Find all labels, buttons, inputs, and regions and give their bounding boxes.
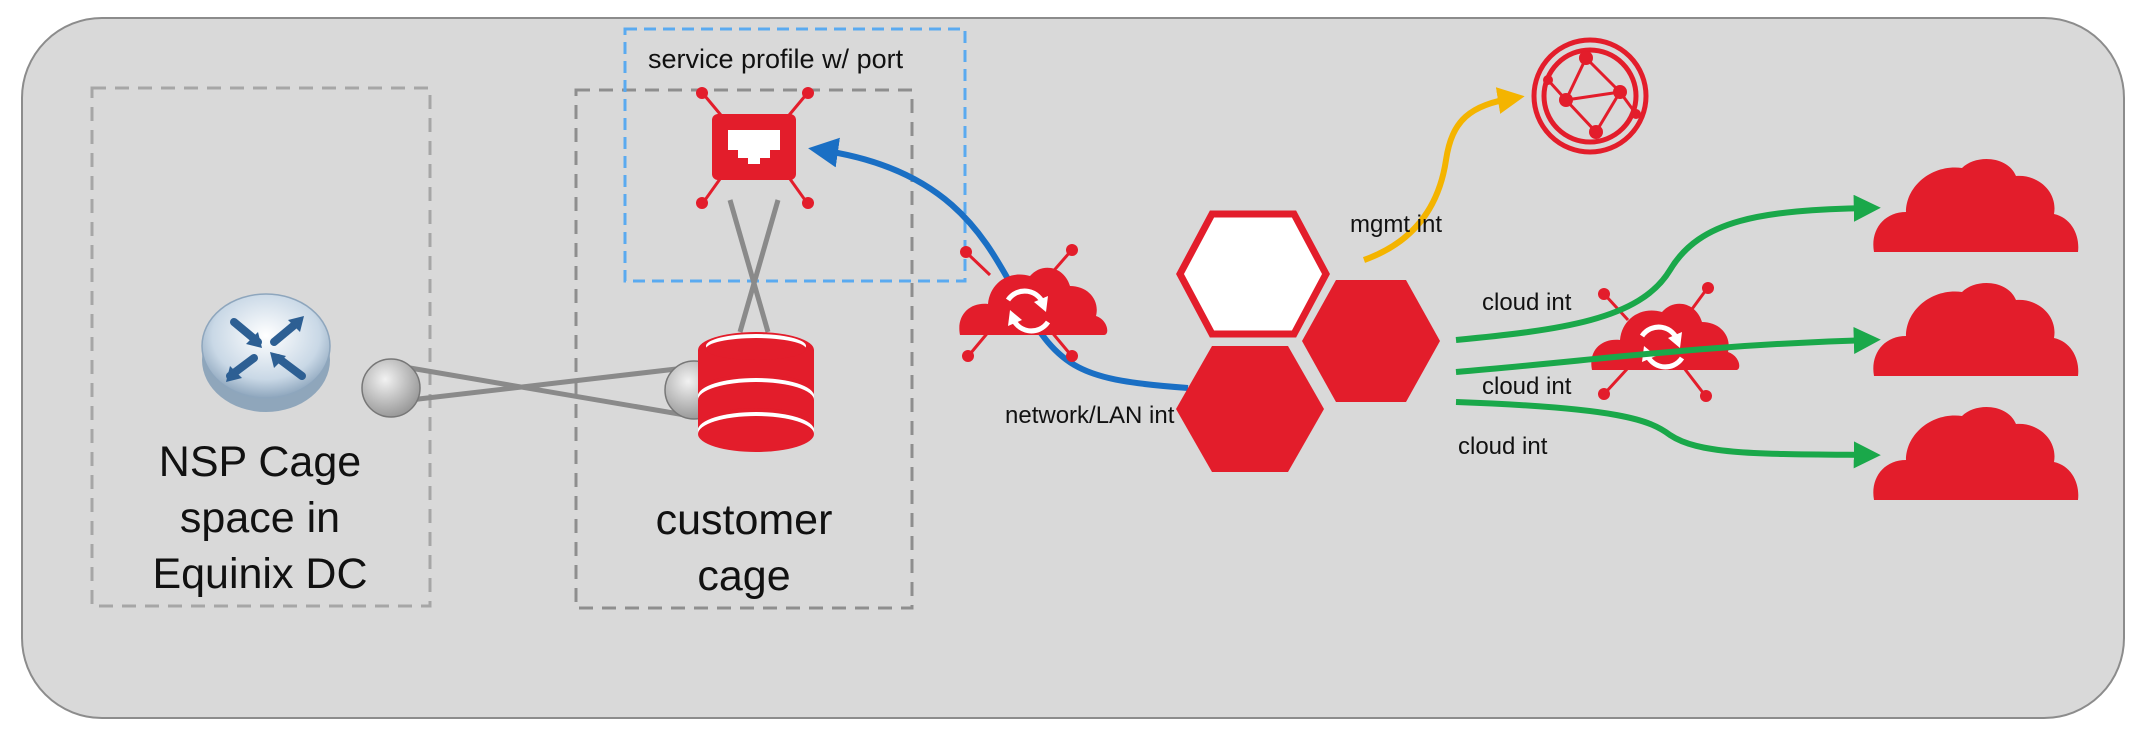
nsp-connector-port — [361, 358, 421, 418]
cloud-int-label-3: cloud int — [1458, 433, 1548, 460]
router-icon — [201, 293, 331, 412]
cloud-sync-icon — [959, 244, 1108, 362]
ethernet-port-icon — [696, 87, 814, 209]
customer-cage-label-line1: customer — [656, 496, 833, 544]
globe-network-icon — [1531, 37, 1649, 155]
cross-connect-links — [409, 365, 686, 418]
service-profile-box — [623, 27, 967, 283]
cloud-int-label-2: cloud int — [1482, 373, 1572, 400]
cloud-icon — [1873, 282, 2079, 376]
cloud-links — [1455, 194, 1881, 469]
cloud-int-label-1: cloud int — [1482, 289, 1572, 316]
port-database-links — [727, 199, 781, 333]
customer-cage-label-line2: cage — [697, 552, 790, 600]
nsp-cage-label-line2: space in — [180, 494, 340, 542]
cloud-link-1 — [1455, 194, 1881, 343]
hexagon-cluster-icon — [1176, 210, 1440, 472]
mgmt-link — [1362, 87, 1525, 263]
customer-cage-box — [574, 88, 914, 610]
nsp-cage-label-line1: NSP Cage — [159, 438, 361, 486]
mgmt-int-label: mgmt int — [1350, 211, 1442, 238]
network-lan-int-label: network/LAN int — [1005, 402, 1175, 429]
background-panel — [21, 17, 2125, 719]
database-icon — [698, 332, 814, 452]
cloud-icon — [1873, 158, 2079, 252]
cloud-link-2 — [1455, 326, 1881, 375]
nsp-cage-label-line3: Equinix DC — [152, 550, 367, 598]
cloud-link-3 — [1455, 399, 1881, 469]
cloud-icon — [1873, 406, 2079, 500]
service-profile-label: service profile w/ port — [648, 44, 904, 74]
nsp-cage-box — [90, 86, 432, 608]
